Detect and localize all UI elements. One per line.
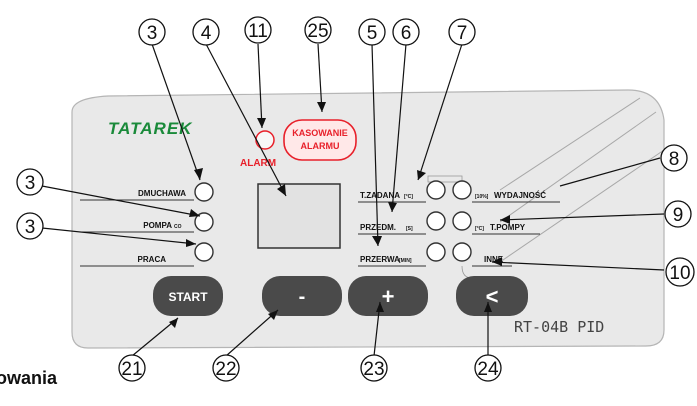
minus-button[interactable] [262,276,342,316]
brand-logo: TATAREK [108,119,193,138]
led-przedm [426,211,446,231]
led-label-wydajnosc: WYDAJNOŚĆ [494,191,546,200]
led-label-tzadana: T.ZADANA [360,191,400,200]
alarm-reset-button[interactable] [283,119,357,161]
led-praca [194,242,214,262]
led-wydajnosc [452,180,472,200]
led-przerwa [426,242,446,262]
model-label: RT-04B PID [514,318,604,336]
led-label-przerwa: PRZERWA [360,255,400,264]
led-unit-tzadana: [°C] [404,194,413,200]
back-button[interactable] [456,276,528,316]
callout-circle [138,18,166,46]
plus-button[interactable] [348,276,428,316]
callout-circle [16,168,44,196]
led-dmuchawa [194,182,214,202]
start-button[interactable] [153,276,223,316]
led-label-praca: PRACA [138,255,167,264]
led-bracket [427,175,463,183]
callout-circle [118,354,146,382]
callout-3: 3 [147,23,158,44]
callout-circle [192,18,220,46]
callout-5: 5 [367,23,378,44]
callout-3: 3 [25,217,36,238]
led-label-dmuchawa: DMUCHAWA [138,189,186,198]
callout-10: 10 [669,263,690,284]
led-unit-przerwa: [MIN] [399,258,412,264]
led-unit-wydajnosc: [10%] [475,194,489,200]
callout-circle [244,16,272,44]
led-unit-przedm: [S] [406,226,413,232]
leader-lines [41,43,665,357]
callout-23: 23 [363,359,384,380]
callout-8: 8 [669,149,680,170]
logo-text: TATAREK [108,119,193,138]
callout-circle [360,354,388,382]
led-label-tpompy: T.POMPY [490,223,526,232]
start-button-label: START [168,290,208,304]
callout-21: 21 [121,359,142,380]
led-sublabel-co: CO [174,224,182,230]
led-pompa [194,212,214,232]
callout-11: 11 [248,21,268,42]
led-inne [452,242,472,262]
callout-circle [392,18,420,46]
panel-line [499,149,665,263]
callout-22: 22 [215,359,236,380]
callouts: 3 4 11 25 5 6 7 3 3 8 9 10 21 22 23 24 [16,16,695,382]
callout-9: 9 [673,205,684,226]
lcd-display [257,183,341,249]
alarm-led [255,130,275,150]
led-tpompy [452,211,472,231]
callout-6: 6 [401,23,412,44]
led-label-pompa: POMPA [143,221,172,230]
plus-button-label: + [382,284,395,309]
led-unit-tpompy: [°C] [475,226,484,232]
callout-circle [304,16,332,44]
callout-circle [664,200,692,228]
left-led-group: DMUCHAWA POMPA CO PRACA [80,182,214,267]
back-button-label: < [486,284,499,309]
right-led-group: [10%] WYDAJNOŚĆ [°C] T.POMPY INNE [452,180,560,279]
alarm-reset-label-1: KASOWANIE [292,128,348,138]
arrowheads [169,102,510,328]
callout-circle [16,212,44,240]
callout-circle [474,354,502,382]
led-label-inne: INNE [484,255,504,264]
panel-line [499,97,641,191]
footer-text-fragment: owania [0,368,58,388]
callout-circle [358,18,386,46]
callout-circle [660,144,688,172]
callout-4: 4 [201,23,212,44]
led-tzadana [426,180,446,200]
callout-3: 3 [25,173,36,194]
callout-24: 24 [477,359,499,380]
alarm-label: ALARM [240,158,276,169]
minus-button-label: - [299,286,306,308]
callout-circle [212,354,240,382]
callout-7: 7 [457,23,468,44]
callout-circle [448,18,476,46]
alarm-reset-label-2: ALARMU [301,141,340,151]
callout-25: 25 [307,21,328,42]
panel-line [499,111,657,223]
callout-circle [665,257,695,287]
